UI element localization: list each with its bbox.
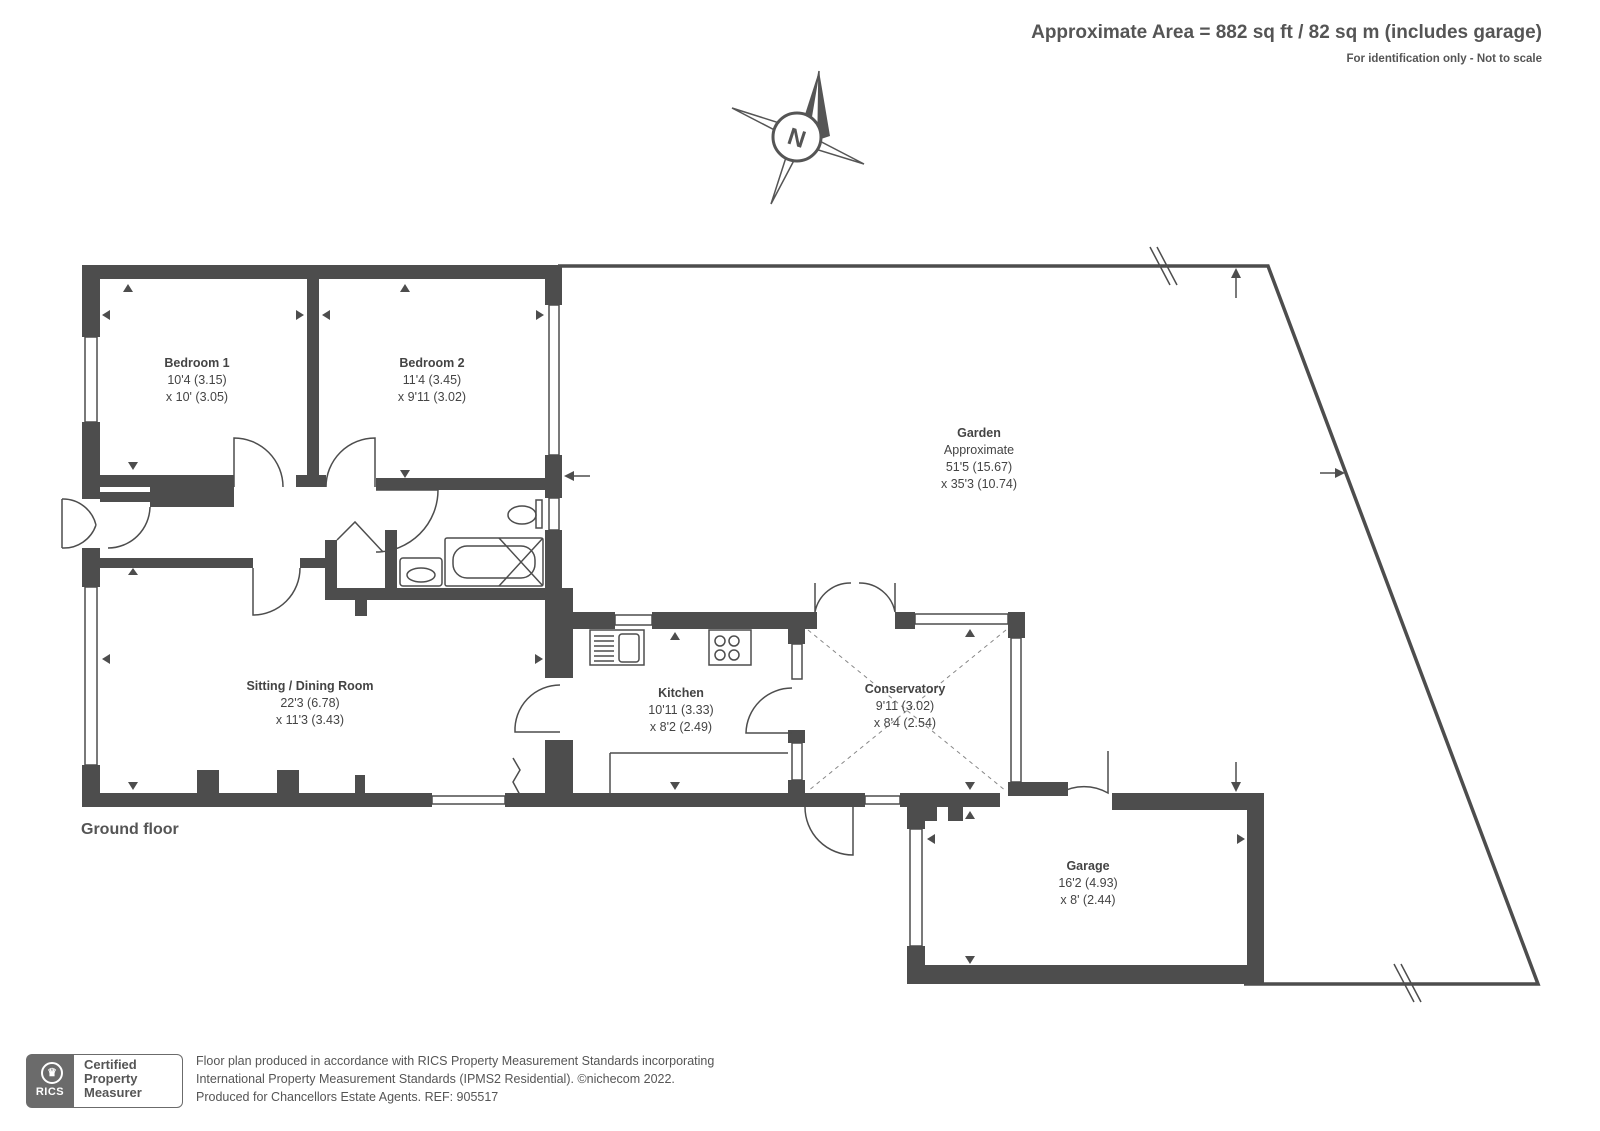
rics-label: RICS [35,1086,65,1098]
room-kitchen: Kitchen 10'11 (3.33) x 8'2 (2.49) [648,686,713,734]
room-dimension: x 8'4 (2.54) [874,716,936,730]
room-name: Bedroom 1 [164,356,229,370]
rics-badge: ♛ RICS Certified Property Measurer [26,1054,186,1108]
doors [61,437,1109,856]
room-name: Garage [1066,859,1109,873]
approximate-area-heading: Approximate Area = 882 sq ft / 82 sq m (… [1031,22,1542,43]
room-dimension: 16'2 (4.93) [1058,876,1117,890]
room-dimension: 10'11 (3.33) [648,703,713,717]
room-dimension: x 9'11 (3.02) [398,390,466,404]
room-bedroom-2: Bedroom 2 11'4 (3.45) x 9'11 (3.02) [398,356,466,404]
room-bedroom-1: Bedroom 1 10'4 (3.15) x 10' (3.05) [164,356,229,404]
windows [84,304,1022,947]
room-garage: Garage 16'2 (4.93) x 8' (2.44) [1058,859,1117,907]
floor-label: Ground floor [81,821,179,838]
room-dimension: 22'3 (6.78) [280,696,339,710]
room-name: Kitchen [658,686,704,700]
room-sitting-dining: Sitting / Dining Room 22'3 (6.78) x 11'3… [246,679,373,727]
bathroom-fixtures [399,499,544,587]
measurement-markers [102,268,1345,964]
identification-note: For identification only - Not to scale [1346,53,1542,65]
room-dimension: x 8'2 (2.49) [650,720,712,734]
room-dimension: x 35'3 (10.74) [941,477,1017,491]
kitchen-fixtures [589,629,788,793]
conservatory-roof-lines [807,629,1007,792]
exterior-walls [82,265,1264,985]
room-name: Conservatory [865,682,946,696]
north-compass-icon: N [731,70,865,205]
room-name: Bedroom 2 [399,356,464,370]
rics-lion-icon: ♛ [41,1062,63,1084]
room-dimension: x 8' (2.44) [1060,893,1115,907]
certified-label: Certified Property Measurer [84,1057,142,1100]
room-dimension: x 10' (3.05) [166,390,228,404]
room-garden: Garden Approximate 51'5 (15.67) x 35'3 (… [941,426,1017,491]
room-dimension: 9'11 (3.02) [876,699,934,713]
room-dimension: 51'5 (15.67) [946,460,1012,474]
room-name: Sitting / Dining Room [246,679,373,693]
room-dimension: x 11'3 (3.43) [276,713,344,727]
garden-boundary [558,246,1541,1003]
certified-panel: Certified Property Measurer [74,1054,183,1108]
room-dimension: 10'4 (3.15) [167,373,226,387]
footer-note: Floor plan produced in accordance with R… [196,1052,816,1106]
footer-line: International Property Measurement Stand… [196,1072,675,1086]
footer-line: Produced for Chancellors Estate Agents. … [196,1090,499,1104]
rics-logo-panel: ♛ RICS [26,1054,74,1108]
footer-line: Floor plan produced in accordance with R… [196,1054,715,1068]
room-dimension: 11'4 (3.45) [403,373,461,387]
room-conservatory: Conservatory 9'11 (3.02) x 8'4 (2.54) [865,682,946,730]
room-subtitle: Approximate [944,443,1014,457]
room-name: Garden [957,426,1001,440]
